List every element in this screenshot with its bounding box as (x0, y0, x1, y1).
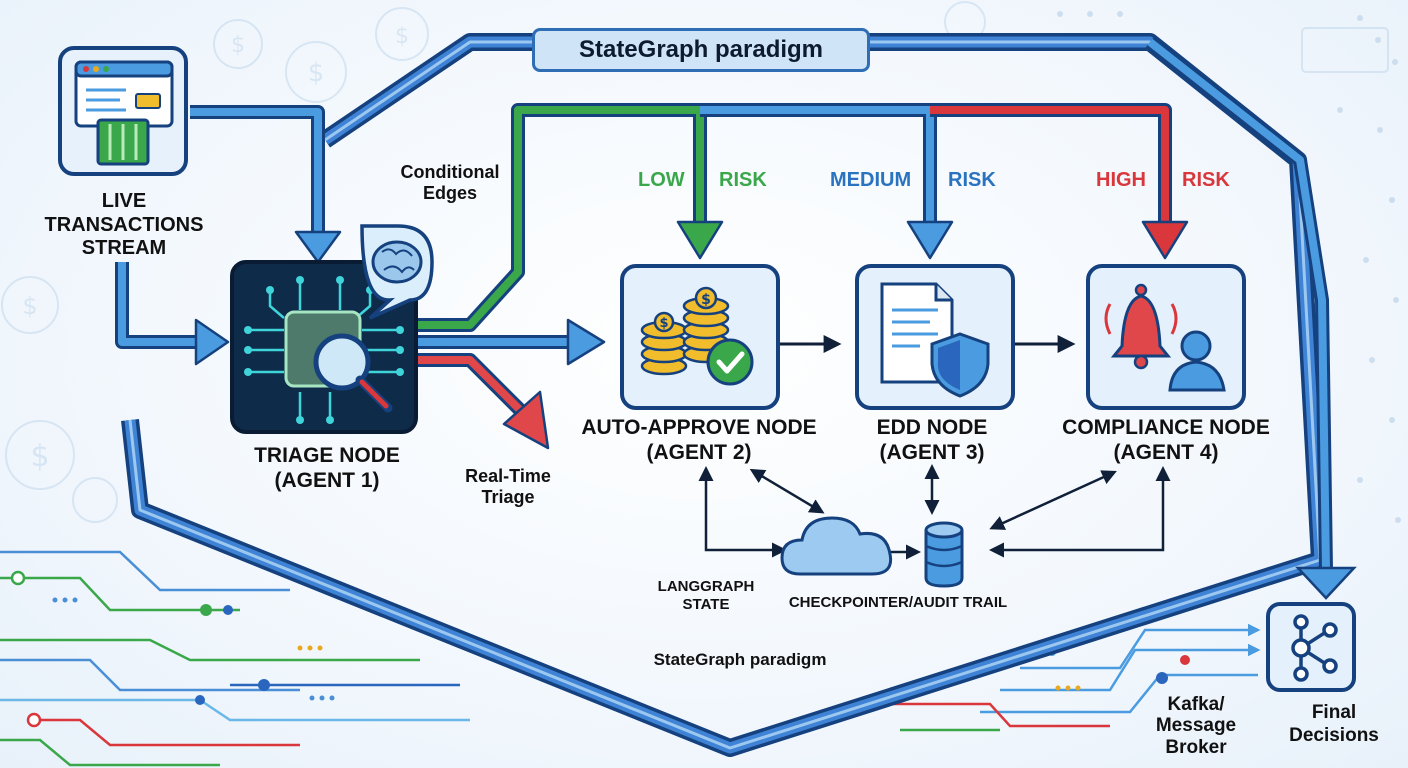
svg-text:$: $ (308, 58, 325, 88)
triage-chip-icon (230, 260, 418, 434)
circuit-nodes-left (10, 570, 335, 728)
brain-bubble-icon (360, 224, 434, 320)
auto-approve-node-box: $ $ (620, 264, 780, 410)
svg-text:$: $ (701, 292, 711, 308)
source-to-triage-arrows (115, 105, 342, 366)
real-time-line1: Real-Time (465, 466, 551, 486)
real-time-line2: Triage (481, 487, 535, 508)
circuit-traces-left (0, 550, 470, 767)
database-icon (924, 521, 964, 588)
svg-text:$: $ (395, 24, 409, 49)
edd-node-label: EDD NODE (AGENT 3) (850, 416, 1014, 466)
background-dollar-icons: $ $ $ $ $ (1, 1, 1389, 523)
conditional-edges-line2: Edges (422, 183, 478, 204)
conditional-edges (418, 103, 1189, 450)
state-connections (698, 464, 1171, 560)
triage-node-agent: (AGENT 1) (274, 468, 380, 492)
svg-text:$: $ (659, 316, 668, 331)
compliance-node-label: COMPLIANCE NODE (AGENT 4) (1052, 416, 1280, 466)
auto-approve-node-label: AUTO-APPROVE NODE (AGENT 2) (570, 416, 828, 466)
medium-risk-level: MEDIUM (830, 169, 912, 191)
conditional-edges-line1: Conditional (400, 162, 500, 182)
final-decision-arrow (1145, 36, 1357, 600)
svg-text:$: $ (30, 439, 49, 474)
final-decisions-line2: Decisions (1289, 724, 1379, 746)
triage-node-title: TRIAGE NODE (254, 444, 400, 467)
edd-node-title: EDD NODE (876, 416, 988, 439)
svg-text:$: $ (22, 292, 37, 320)
medium-risk-word: RISK (948, 169, 996, 191)
stategraph-paradigm-bottom-label: StateGraph paradigm (653, 650, 827, 669)
edd-node-box (855, 264, 1015, 410)
transactions-label-line2: TRANSACTIONS (44, 213, 204, 236)
circuit-traces-right (860, 623, 1261, 732)
triage-node-label: TRIAGE NODE (AGENT 1) (222, 444, 432, 494)
low-risk-level: LOW (638, 169, 685, 191)
auto-approve-node-title: AUTO-APPROVE NODE (581, 416, 817, 439)
conditional-edges-label: Conditional Edges (380, 162, 520, 204)
langgraph-state-line2: STATE (682, 595, 730, 613)
compliance-node-box (1086, 264, 1246, 410)
kafka-line2: Message (1155, 715, 1237, 737)
edd-node-agent: (AGENT 3) (879, 440, 985, 464)
checkpointer-label: CHECKPOINTER/AUDIT TRAIL (788, 594, 1008, 611)
kafka-broker-label: Kafka/ Message Broker (1146, 694, 1246, 758)
low-risk-word: RISK (719, 169, 767, 191)
real-time-triage-label: Real-Time Triage (444, 466, 572, 508)
high-risk-level: HIGH (1096, 169, 1146, 191)
cloud-icon (780, 516, 893, 576)
final-decisions-label: Final Decisions (1272, 702, 1396, 748)
transactions-label-line3: STREAM (81, 237, 167, 260)
compliance-node-title: COMPLIANCE NODE (1062, 416, 1270, 439)
auto-approve-node-agent: (AGENT 2) (646, 440, 752, 464)
compliance-node-agent: (AGENT 4) (1113, 440, 1219, 464)
kafka-line1: Kafka/ (1167, 694, 1225, 715)
svg-text:$: $ (231, 33, 245, 58)
transactions-label-line1: LIVE (101, 190, 147, 212)
final-decisions-line1: Final (1311, 702, 1357, 723)
transactions-stream-label: LIVE TRANSACTIONS STREAM (36, 190, 212, 261)
kafka-icon (1266, 602, 1356, 692)
kafka-line3: Broker (1165, 736, 1227, 758)
background-dots (1057, 11, 1401, 523)
langgraph-state-label: LANGGRAPH STATE (640, 578, 772, 613)
stategraph-banner: StateGraph paradigm (532, 28, 870, 72)
high-risk-word: RISK (1182, 169, 1230, 191)
langgraph-state-line1: LANGGRAPH (657, 578, 755, 595)
transactions-card-icon (58, 46, 188, 176)
